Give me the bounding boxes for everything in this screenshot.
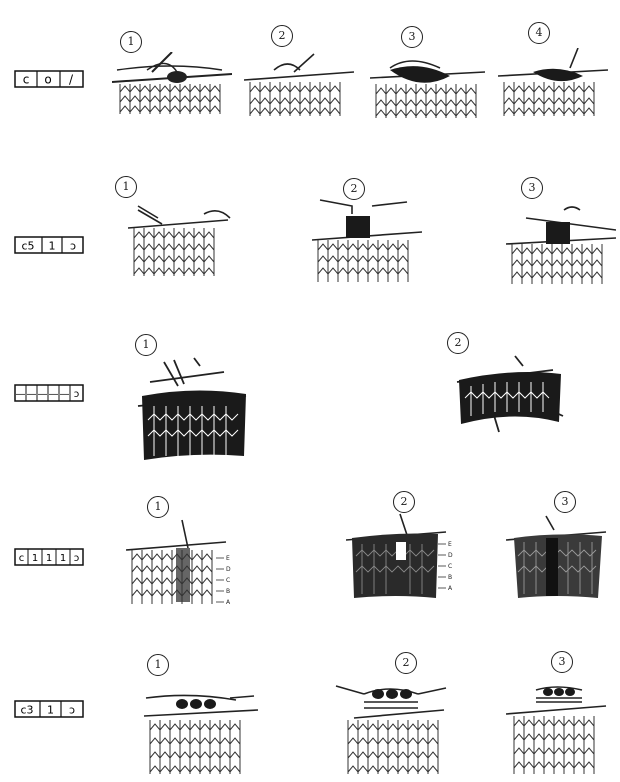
stitch-symbol: c 1 1 1 ɔ (14, 548, 84, 566)
symbol-cell: / (69, 73, 74, 87)
stitch-symbol: c3 1 ɔ (14, 700, 84, 718)
knit-swatch: E D C B A (346, 512, 461, 600)
row-1: c o / 1 2 3 4 (0, 0, 620, 150)
symbol-cell: c (19, 553, 25, 564)
row-label: D (448, 552, 453, 559)
symbol-cell: 1 (47, 704, 54, 717)
knit-swatch (506, 200, 616, 286)
row-label: A (448, 585, 453, 592)
knit-swatch (453, 352, 565, 440)
knit-swatch (140, 686, 260, 780)
row-3: — — — — — ɔ 1 2 (0, 310, 620, 480)
knit-swatch (370, 50, 485, 122)
row-5: c3 1 ɔ 1 2 3 (0, 640, 620, 782)
symbol-cell: c3 (20, 704, 33, 717)
symbol-cell: — (49, 389, 59, 400)
knit-swatch (112, 52, 232, 122)
step-number: 1 (147, 496, 169, 518)
symbol-cell: o (44, 73, 51, 87)
step-number: 2 (271, 25, 293, 47)
symbol-cell: ɔ (69, 704, 75, 717)
row-label: D (226, 566, 231, 573)
knit-swatch (312, 198, 422, 286)
step-number: 3 (401, 26, 423, 48)
knit-swatch (498, 48, 608, 120)
symbol-cell: 1 (32, 553, 38, 564)
symbol-cell: ɔ (70, 240, 76, 253)
stitch-symbol: c5 1 ɔ (14, 236, 84, 254)
row-label: C (448, 563, 452, 570)
knit-swatch (506, 680, 610, 780)
row-label: E (226, 555, 230, 562)
stitch-symbol: — — — — — ɔ (14, 384, 84, 402)
knit-swatch: E D C B A (126, 518, 241, 610)
knit-swatch (134, 356, 252, 466)
knit-swatch (128, 200, 238, 282)
row-label: A (226, 599, 231, 606)
symbol-cell: ɔ (74, 389, 80, 400)
step-number: 1 (147, 654, 169, 676)
symbol-cell: c (23, 73, 30, 87)
step-number: 1 (135, 334, 157, 356)
step-number: 2 (343, 178, 365, 200)
symbol-cell: 1 (60, 553, 66, 564)
symbol-cell: — (60, 389, 70, 400)
step-number: 3 (551, 651, 573, 673)
step-number: 2 (447, 332, 469, 354)
step-number: 3 (554, 491, 576, 513)
knit-swatch (334, 680, 454, 780)
row-4: c 1 1 1 ɔ 1 2 3 E D C (0, 480, 620, 640)
symbol-cell: — (27, 389, 37, 400)
row-label: C (226, 577, 230, 584)
symbol-cell: — (38, 389, 48, 400)
step-number: 2 (395, 652, 417, 674)
symbol-cell: 1 (46, 553, 52, 564)
row-label: E (448, 541, 452, 548)
step-number: 4 (528, 22, 550, 44)
stitch-symbol: c o / (14, 70, 84, 88)
symbol-cell: — (16, 389, 26, 400)
knit-swatch (244, 52, 354, 122)
knit-swatch (506, 510, 610, 600)
step-number: 3 (521, 177, 543, 199)
symbol-cell: 1 (49, 240, 56, 253)
row-label: B (226, 588, 230, 595)
step-number: 2 (393, 491, 415, 513)
row-label: B (448, 574, 452, 581)
step-number: 1 (115, 176, 137, 198)
step-number: 1 (120, 31, 142, 53)
symbol-cell: c5 (21, 240, 34, 253)
symbol-cell: ɔ (74, 553, 80, 564)
row-2: c5 1 ɔ 1 2 3 (0, 150, 620, 310)
